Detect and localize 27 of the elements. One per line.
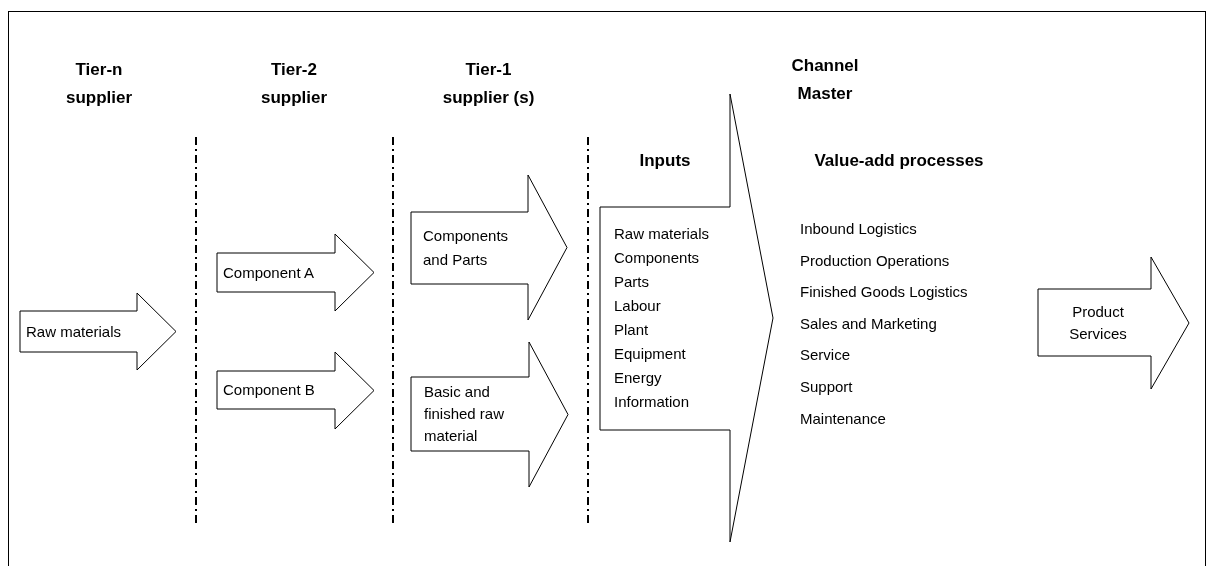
input-item: Raw materials (614, 224, 710, 244)
process-item: Support (800, 377, 853, 397)
arrow-label: Product Services (1068, 301, 1128, 344)
column-heading: Channel Master (790, 55, 860, 105)
process-item: Finished Goods Logistics (800, 282, 968, 303)
input-item: Labour (614, 296, 661, 316)
inputs-heading: Inputs (638, 150, 692, 172)
column-heading: Tier-1 supplier (s) (441, 59, 536, 109)
input-item: Equipment (614, 344, 686, 364)
arrow-label: Component A (223, 262, 315, 283)
process-item: Production Operations (800, 250, 950, 271)
input-item: Energy (614, 368, 662, 388)
column-heading: Tier-n supplier (64, 59, 134, 109)
input-item: Plant (614, 320, 649, 340)
input-item: Parts (614, 272, 649, 292)
column-heading: Value-add processes (813, 150, 985, 172)
process-item: Service (800, 345, 851, 366)
arrow-label: Basic and finished raw material (424, 382, 506, 446)
input-item: Information (614, 392, 690, 412)
process-item: Sales and Marketing (800, 313, 937, 334)
arrow-label: Components and Parts (423, 226, 510, 270)
process-item: Inbound Logistics (800, 219, 917, 239)
arrow-label: Component B (223, 380, 316, 400)
input-item: Components (614, 248, 700, 268)
column-heading: Tier-2 supplier (259, 59, 329, 109)
arrow-label: Raw materials (26, 321, 123, 342)
process-item: Maintenance (800, 408, 886, 429)
